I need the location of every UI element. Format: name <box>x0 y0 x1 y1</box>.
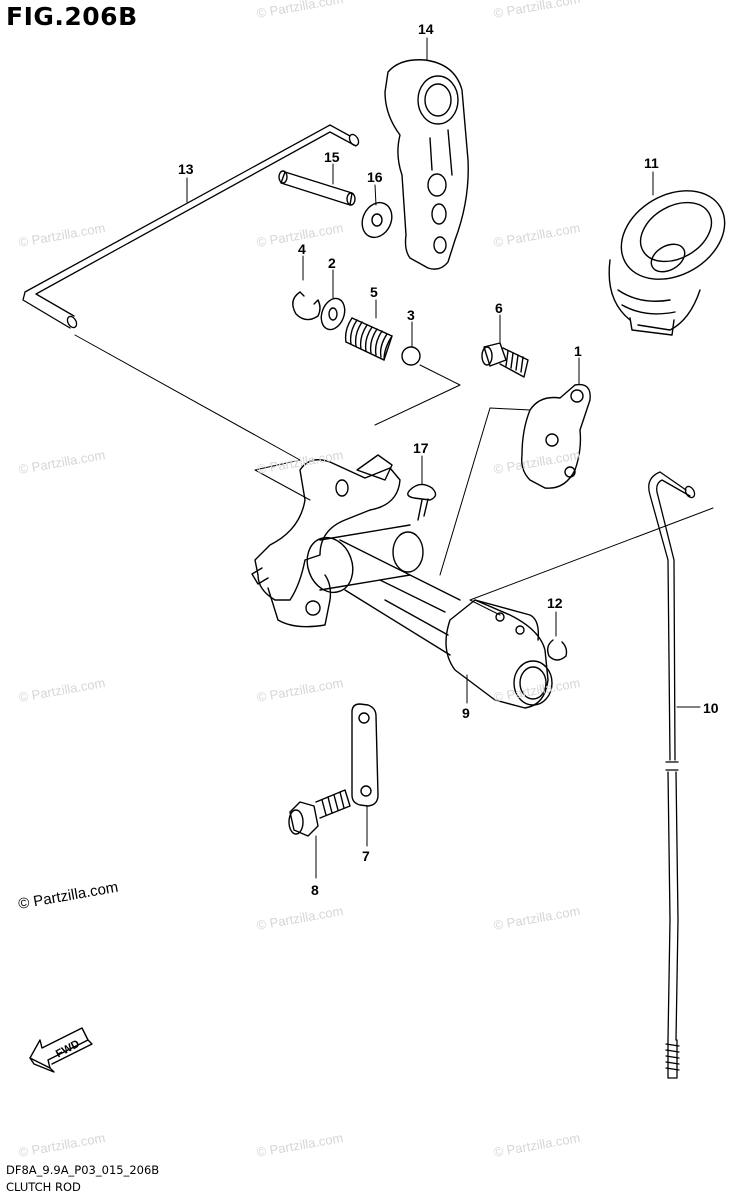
part-9-clutch-shaft-assembly <box>251 454 553 709</box>
diagram-code: DF8A_9.9A_P03_015_206B <box>6 1163 160 1177</box>
part-1-lever-plate <box>520 383 591 489</box>
callout-15: 15 <box>324 149 340 165</box>
callout-2: 2 <box>328 255 336 271</box>
part-11-grommet <box>608 190 726 336</box>
callout-5: 5 <box>370 284 378 300</box>
callout-8: 8 <box>311 882 319 898</box>
part-6-bolt <box>481 342 529 378</box>
part-16-washer <box>361 201 393 239</box>
part-8-bolt <box>288 789 351 837</box>
assembly-leader-lines <box>74 334 714 616</box>
part-15-pin <box>278 170 356 206</box>
callout-3: 3 <box>407 307 415 323</box>
part-4-circlip <box>292 291 321 321</box>
part-14-bracket-arm <box>384 59 469 270</box>
callout-labels: 1 2 3 4 5 6 7 8 9 10 11 12 13 14 15 16 1… <box>178 21 719 898</box>
fwd-direction-arrow-icon: FWD <box>29 1027 93 1073</box>
figure-title: FIG.206B <box>6 2 138 31</box>
callout-leaders <box>186 37 701 879</box>
callout-7: 7 <box>362 848 370 864</box>
part-5-spring <box>344 317 393 361</box>
callout-11: 11 <box>644 155 659 171</box>
callout-13: 13 <box>178 161 194 177</box>
part-3-steel-ball <box>401 346 421 366</box>
callout-1: 1 <box>574 343 582 359</box>
part-12-clip <box>546 639 568 661</box>
callout-12: 12 <box>547 595 563 611</box>
callout-9: 9 <box>462 705 470 721</box>
part-17-cotter-pin <box>407 483 437 521</box>
part-13-clutch-rod-bent <box>22 124 360 329</box>
callout-6: 6 <box>495 300 503 316</box>
callout-4: 4 <box>298 241 306 257</box>
part-7-link-plate <box>351 703 379 807</box>
callout-16: 16 <box>367 169 383 185</box>
callout-14: 14 <box>418 21 434 37</box>
part-10-clutch-rod <box>648 471 696 1079</box>
callout-10: 10 <box>703 700 719 716</box>
diagram-name: CLUTCH ROD <box>6 1180 81 1194</box>
part-2-washer <box>320 297 346 331</box>
callout-17: 17 <box>413 440 429 456</box>
